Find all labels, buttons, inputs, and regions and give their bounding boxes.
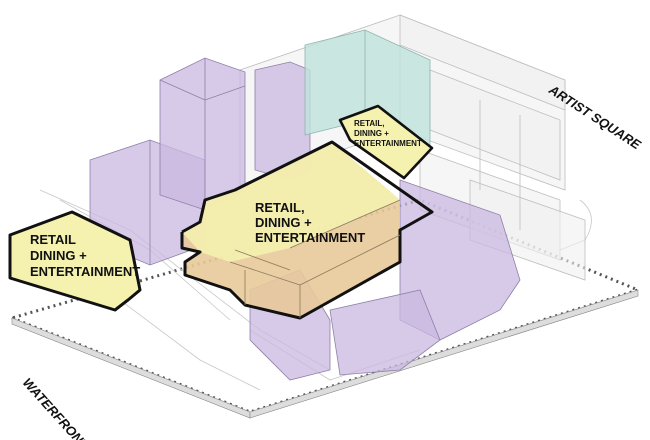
svg-text:RETAIL, DINING + E: RETAIL, DINING + ENTERTAINMENT xyxy=(354,119,422,148)
retail-top-line-1: RETAIL, xyxy=(354,119,385,128)
svg-text:RETAIL DINING + EN: RETAIL DINING + ENTERTAINMENT xyxy=(30,232,140,279)
svg-text:RETAIL, DINING + E: RETAIL, DINING + ENTERTAINMENT xyxy=(255,200,365,245)
retail-block-center: RETAIL, DINING + ENTERTAINMENT xyxy=(180,140,434,320)
retail-block-left: RETAIL DINING + ENTERTAINMENT xyxy=(8,210,142,312)
site-boundary xyxy=(7,198,643,419)
retail-left-line-3: ENTERTAINMENT xyxy=(30,264,140,279)
retail-center-line-2: DINING + xyxy=(255,215,312,230)
retail-top-line-2: DINING + xyxy=(354,129,389,138)
retail-center-line-3: ENTERTAINMENT xyxy=(255,230,365,245)
retail-block-top: RETAIL, DINING + ENTERTAINMENT xyxy=(338,104,434,180)
retail-top-line-3: ENTERTAINMENT xyxy=(354,139,422,148)
waterfront-label: WATERFRONT xyxy=(20,375,93,440)
retail-left-line-1: RETAIL xyxy=(30,232,76,247)
retail-center-line-1: RETAIL, xyxy=(255,200,305,215)
residential-buildings xyxy=(89,57,521,381)
retail-left-line-2: DINING + xyxy=(30,248,87,263)
